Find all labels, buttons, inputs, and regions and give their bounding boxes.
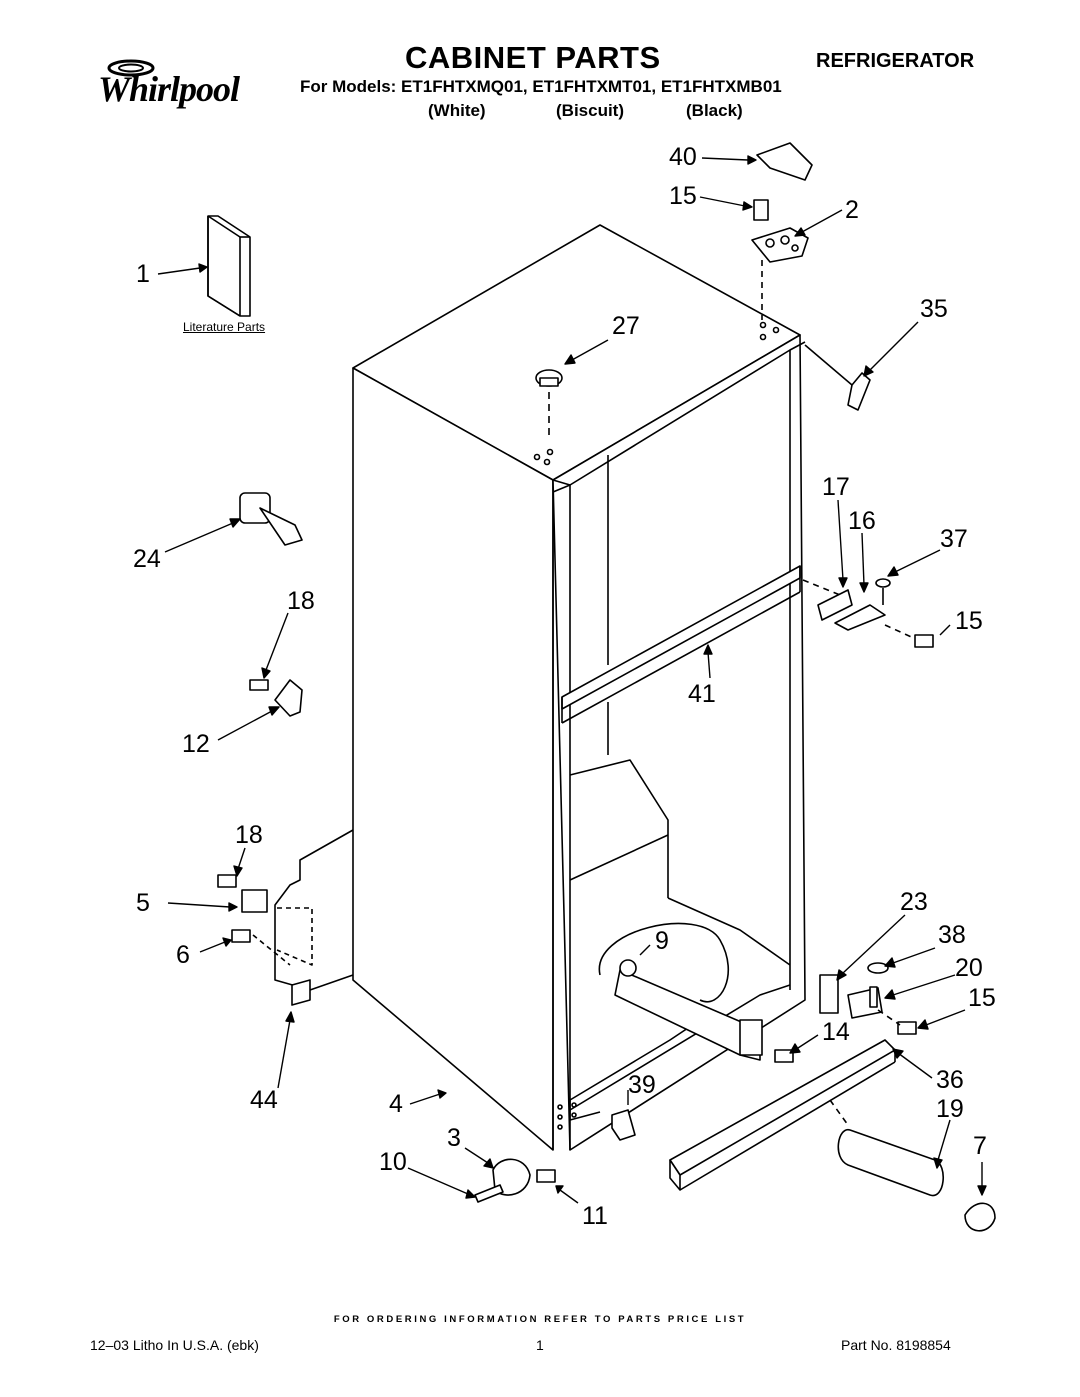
callout-24: 24 <box>133 545 161 573</box>
tube-clip-icon <box>611 1109 636 1141</box>
cabinet-body <box>274 224 806 1151</box>
callout-16: 16 <box>848 507 876 535</box>
litho-info: 12–03 Litho In U.S.A. (ebk) <box>90 1337 259 1353</box>
bottom-hinge-icon <box>819 962 917 1035</box>
hinge-cover-icon <box>756 142 813 181</box>
callout-15-bottom: 15 <box>968 984 996 1012</box>
models-line: For Models: ET1FHTXMQ01, ET1FHTXMT01, ET… <box>300 77 782 96</box>
callout-4: 4 <box>389 1090 403 1118</box>
literature-parts-label: Literature Parts <box>183 320 266 334</box>
callout-40: 40 <box>669 143 697 171</box>
callout-38: 38 <box>938 921 966 949</box>
callout-17: 17 <box>822 473 850 501</box>
center-hinge-icon <box>802 578 934 648</box>
page-title: CABINET PARTS <box>405 40 661 75</box>
callout-41: 41 <box>688 680 716 708</box>
callout-7: 7 <box>973 1132 987 1160</box>
callout-3: 3 <box>447 1124 461 1152</box>
callout-39: 39 <box>628 1071 656 1099</box>
color-white: (White) <box>428 101 486 120</box>
callout-18-upper: 18 <box>287 587 315 615</box>
callout-2: 2 <box>845 196 859 224</box>
lower-hinge-icon <box>217 874 313 1006</box>
whirlpool-swirl-icon <box>107 59 155 77</box>
callout-27: 27 <box>612 312 640 340</box>
screw-14-icon <box>774 1049 794 1063</box>
callout-leaders <box>157 155 987 1204</box>
whirlpool-logo: Whirlpool <box>86 52 251 112</box>
callout-23: 23 <box>900 888 928 916</box>
water-filter-icon <box>829 1099 996 1232</box>
ordering-note: FOR ORDERING INFORMATION REFER TO PARTS … <box>333 1314 747 1325</box>
callout-18-lower: 18 <box>235 821 263 849</box>
callout-5: 5 <box>136 889 150 917</box>
callout-6: 6 <box>176 941 190 969</box>
callout-44: 44 <box>250 1086 278 1114</box>
shelf-pin-icon <box>239 492 303 546</box>
color-biscuit: (Biscuit) <box>556 101 624 120</box>
literature-parts-icon <box>207 215 251 317</box>
callout-9: 9 <box>655 927 669 955</box>
brand-wordmark: Whirlpool <box>98 69 240 109</box>
door-stop-icon <box>249 679 303 717</box>
color-black: (Black) <box>686 101 743 120</box>
callout-12: 12 <box>182 730 210 758</box>
top-hinge-icon <box>751 199 809 320</box>
plug-button-icon <box>535 369 563 440</box>
callout-14: 14 <box>822 1018 850 1046</box>
callout-15-mid: 15 <box>955 607 983 635</box>
part-number: Part No. 8198854 <box>841 1337 951 1353</box>
callout-20: 20 <box>955 954 983 982</box>
callout-37: 37 <box>940 525 968 553</box>
callout-36: 36 <box>936 1066 964 1094</box>
callout-19: 19 <box>936 1095 964 1123</box>
callout-35: 35 <box>920 295 948 323</box>
callout-1: 1 <box>136 260 150 288</box>
leveling-leg-icon <box>474 1158 556 1203</box>
hinge-shim-icon <box>804 344 871 411</box>
page-subtitle: REFRIGERATOR <box>816 50 975 72</box>
callout-10: 10 <box>379 1148 407 1176</box>
callout-15-top: 15 <box>669 182 697 210</box>
page-number: 1 <box>536 1337 544 1353</box>
callout-11: 11 <box>582 1202 608 1230</box>
water-valve-assembly-icon <box>598 922 763 1061</box>
